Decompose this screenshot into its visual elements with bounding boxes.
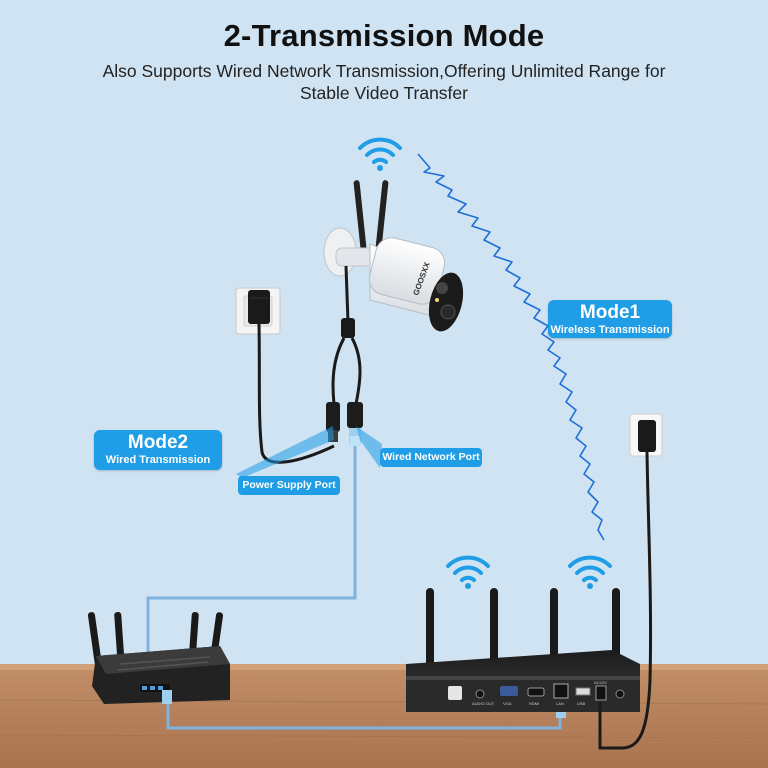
mode2-subtitle: Wired Transmission bbox=[105, 454, 211, 466]
power-adapter bbox=[638, 420, 656, 452]
nvr-port-label: LAN bbox=[556, 701, 564, 706]
mode2-callout: Mode2 Wired Transmission bbox=[94, 430, 222, 470]
wifi-icon bbox=[446, 555, 490, 589]
power-supply-port-label: Power Supply Port bbox=[238, 476, 340, 495]
wall-outlet-right bbox=[629, 413, 663, 457]
power-port-highlight bbox=[236, 426, 334, 478]
mode2-title: Mode2 bbox=[127, 432, 189, 453]
mode1-callout: Mode1 Wireless Transmission bbox=[548, 300, 672, 338]
wired-network-port-label: Wired Network Port bbox=[380, 448, 482, 467]
security-camera bbox=[323, 180, 464, 332]
page-subtitle: Also Supports Wired Network Transmission… bbox=[102, 61, 666, 103]
power-supply-port-text: Power Supply Port bbox=[242, 479, 336, 491]
wall-outlet-left bbox=[235, 287, 281, 335]
power-cable bbox=[257, 323, 335, 464]
camera-cable bbox=[344, 265, 350, 323]
nvr-power-cable bbox=[598, 451, 653, 750]
mode1-title: Mode1 bbox=[579, 302, 641, 323]
lan-cable-router bbox=[166, 690, 562, 730]
network-port-highlight bbox=[356, 426, 382, 468]
nvr-port-label: HDMI bbox=[529, 701, 539, 706]
wifi-icon bbox=[358, 137, 402, 171]
page-title: 2-Transmission Mode bbox=[223, 18, 545, 53]
power-supply-connector bbox=[326, 402, 340, 432]
power-adapter bbox=[248, 290, 270, 324]
router bbox=[87, 611, 230, 704]
network-connector bbox=[347, 402, 363, 428]
nvr-port-label: USB bbox=[577, 701, 586, 706]
mode1-subtitle: Wireless Transmission bbox=[550, 324, 670, 336]
lan-cable-camera bbox=[146, 446, 357, 672]
wifi-icon bbox=[568, 555, 612, 589]
wireless-signal-wave bbox=[417, 153, 605, 541]
nvr-recorder bbox=[406, 588, 640, 712]
nvr-port-label: VGA bbox=[503, 701, 512, 706]
wired-network-port-text: Wired Network Port bbox=[382, 451, 480, 463]
nvr-port-label: AUDIO OUT bbox=[472, 701, 495, 706]
nvr-port-label: DC12V bbox=[594, 680, 607, 685]
